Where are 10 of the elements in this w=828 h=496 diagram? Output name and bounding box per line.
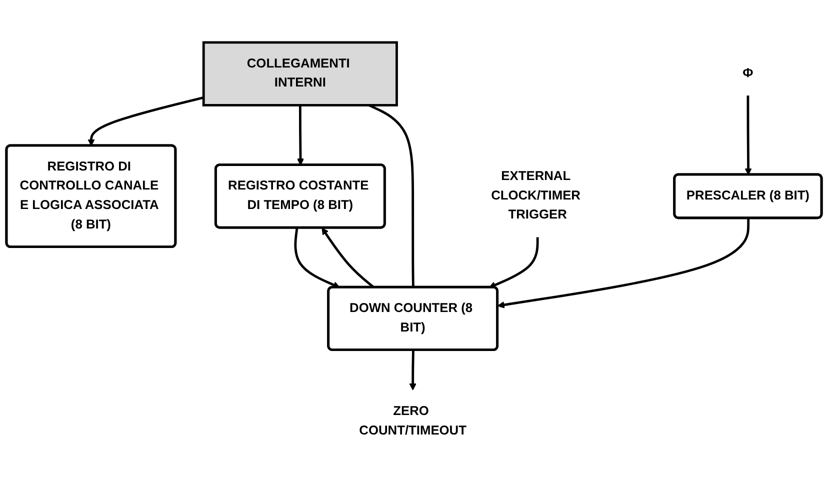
arrow: [296, 106, 304, 166]
arrow: [488, 238, 539, 289]
arrow: [88, 96, 204, 147]
arrow: [744, 96, 752, 176]
node-box: COLLEGAMENTI INTERNI: [202, 42, 398, 107]
arrow: [409, 350, 416, 391]
node-text: Φ: [742, 66, 754, 81]
arrow: [497, 218, 750, 309]
node-text: EXTERNAL CLOCK/TIMER TRIGGER: [491, 170, 580, 222]
node-text: ZERO COUNT/TIMEOUT: [359, 404, 466, 438]
